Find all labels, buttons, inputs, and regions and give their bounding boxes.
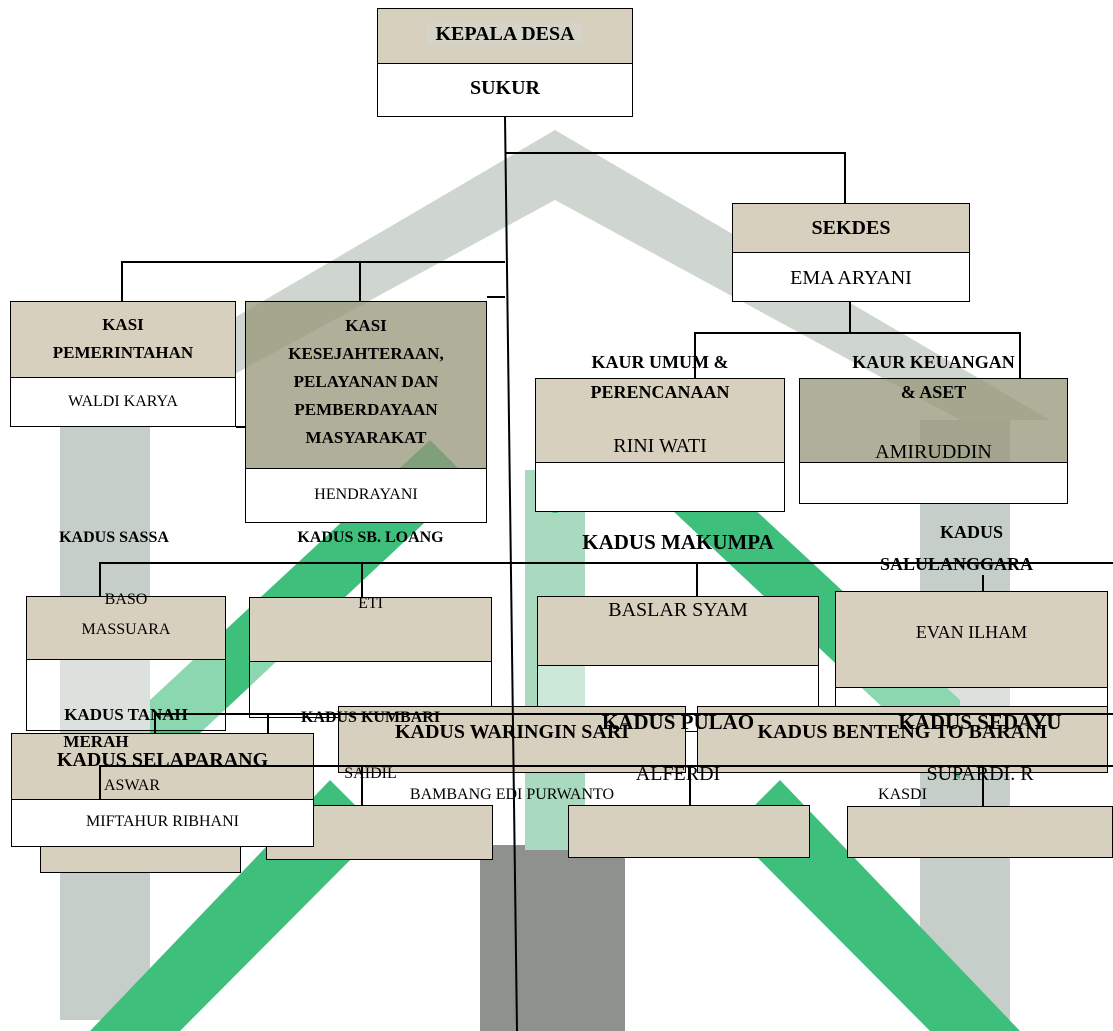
kadus-makumpa-name: BASLAR SYAM bbox=[608, 599, 748, 621]
kepala-desa-name: SUKUR bbox=[469, 77, 540, 99]
kasi-pemerintahan-title-1: KASI bbox=[102, 315, 144, 334]
kadus-salulanggara-title-1: KADUS bbox=[939, 522, 1003, 542]
kadus-salulanggara-title-2: SALULANGGARA bbox=[879, 554, 1034, 574]
kadus-waringin-sari-name: BAMBANG EDI PURWANTO bbox=[409, 786, 615, 803]
kepala-desa-name-box bbox=[377, 63, 633, 117]
kadus-sb-loang-box bbox=[249, 597, 492, 662]
kadus-waringin-sari-title: KADUS WARINGIN SARI bbox=[394, 721, 630, 743]
kadus-sedayu-box bbox=[847, 806, 1113, 858]
sekdes-name-box bbox=[732, 252, 970, 302]
kadus-sassa-title: KADUS SASSA bbox=[59, 529, 169, 546]
kasi-kesejahteraan-title-2: KESEJAHTERAAN, bbox=[288, 344, 444, 363]
sekdes-name: EMA ARYANI bbox=[790, 267, 912, 289]
kadus-makumpa-title: KADUS MAKUMPA bbox=[582, 530, 774, 554]
kaur-keuangan-name: AMIRUDDIN bbox=[875, 441, 992, 463]
kadus-benteng-title: KADUS BENTENG TO BARANI bbox=[757, 721, 1048, 743]
kasi-kesejahteraan-title-4: PEMBERDAYAAN bbox=[294, 400, 438, 419]
kadus-sb-loang-name: ETI bbox=[358, 595, 383, 612]
kasi-pemerintahan-name: WALDI KARYA bbox=[68, 393, 178, 410]
kadus-sedayu-name: SUPARDI. R bbox=[926, 763, 1034, 785]
kasi-kesejahteraan-title-3: PELAYANAN DAN bbox=[293, 372, 439, 391]
kaur-umum-name-box bbox=[535, 462, 785, 512]
kaur-umum-name: RINI WATI bbox=[613, 435, 707, 457]
kasi-pemerintahan-title-2: PEMERINTAHAN bbox=[52, 343, 194, 362]
kasi-kesejahteraan-name: HENDRAYANI bbox=[314, 486, 418, 503]
kadus-makumpa-box bbox=[537, 596, 819, 666]
kasi-kesejahteraan-name-box bbox=[245, 468, 487, 523]
kadus-salulanggara-name: EVAN ILHAM bbox=[915, 622, 1028, 642]
kaur-keuangan-name-box bbox=[799, 462, 1068, 504]
kadus-tanah-merah-title-2: MERAH bbox=[63, 732, 129, 751]
kadus-sassa-name-2: MASSUARA bbox=[81, 621, 171, 638]
kaur-umum-title-box bbox=[535, 378, 785, 463]
kadus-benteng-name: KASDI bbox=[878, 786, 927, 803]
kadus-tanah-merah-name: ASWAR bbox=[104, 777, 161, 794]
kasi-pemerintahan-name-box bbox=[10, 377, 236, 427]
kaur-umum-title-1: KAUR UMUM & bbox=[591, 352, 729, 372]
kasi-kesejahteraan-title-box bbox=[245, 301, 487, 469]
kasi-kesejahteraan-title-5: MASYARAKAT bbox=[305, 428, 427, 447]
kaur-keuangan-title-box bbox=[799, 378, 1068, 463]
kadus-selaparang-title: KADUS SELAPARANG bbox=[56, 749, 269, 771]
kadus-selaparang-name: MIFTAHUR RIBHANI bbox=[86, 813, 239, 830]
kasi-kesejahteraan-title-1: KASI bbox=[345, 316, 387, 335]
kadus-sb-loang-title: KADUS SB. LOANG bbox=[297, 529, 444, 546]
kadus-sassa-box bbox=[26, 596, 226, 660]
kasi-pemerintahan-title-box bbox=[10, 301, 236, 378]
sekdes-title-box bbox=[732, 203, 970, 253]
kadus-sassa-name-1: BASO bbox=[104, 591, 148, 608]
kadus-selaparang-name-box bbox=[11, 799, 314, 847]
kepala-desa-title: KEPALA DESA bbox=[377, 22, 633, 46]
sekdes-title: SEKDES bbox=[811, 217, 891, 239]
kadus-pulao-name: ALFERDI bbox=[635, 763, 721, 785]
kadus-pulao-box bbox=[568, 805, 810, 858]
kaur-keuangan-title-1: KAUR KEUANGAN bbox=[852, 352, 1015, 372]
kadus-tanah-merah-title-1: KADUS TANAH bbox=[64, 705, 188, 724]
kadus-salulanggara-box bbox=[835, 591, 1108, 688]
kaur-keuangan-title-2: & ASET bbox=[900, 382, 967, 402]
kaur-umum-title-2: PERENCANAAN bbox=[590, 382, 730, 402]
